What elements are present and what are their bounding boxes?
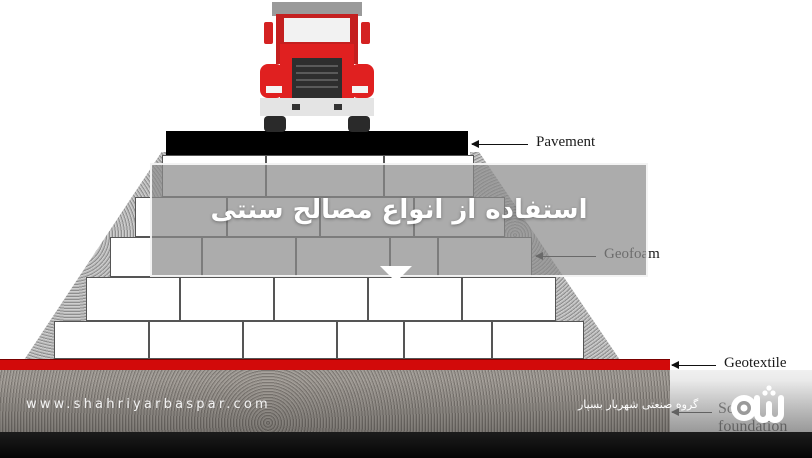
footer-bar xyxy=(0,432,812,458)
geofoam-row-4 xyxy=(86,277,556,321)
company-logo-icon xyxy=(731,385,784,423)
geofoam-block xyxy=(492,321,584,359)
geofoam-block xyxy=(274,277,368,321)
pavement-layer xyxy=(166,131,468,155)
company-name: گروه صنعتی شهریار بسپار xyxy=(578,398,699,411)
geofoam-block xyxy=(404,321,492,359)
geofoam-block xyxy=(54,321,149,359)
geofoam-block xyxy=(86,277,180,321)
title-overlay: استفاده از انواع مصالح سنتی xyxy=(150,163,648,277)
dump-truck-icon xyxy=(260,2,374,132)
pavement-arrow-icon xyxy=(471,140,528,148)
pavement-label: Pavement xyxy=(536,134,596,150)
footer-shade xyxy=(0,380,812,432)
geofoam-block xyxy=(462,277,556,321)
geofoam-block xyxy=(243,321,337,359)
down-triangle-icon xyxy=(380,266,412,282)
website-link[interactable]: www.shahriyarbaspar.com xyxy=(26,397,271,412)
overlay-title: استفاده از انواع مصالح سنتی xyxy=(210,195,588,225)
geofoam-block xyxy=(149,321,243,359)
geofoam-block xyxy=(180,277,274,321)
geotextile-arrow-icon xyxy=(671,361,716,369)
soil-arrow-icon xyxy=(671,408,712,416)
geofoam-row-5 xyxy=(54,321,584,359)
geotextile-label: Geotextile xyxy=(724,355,787,371)
geofoam-block xyxy=(368,277,462,321)
geofoam-block xyxy=(337,321,404,359)
